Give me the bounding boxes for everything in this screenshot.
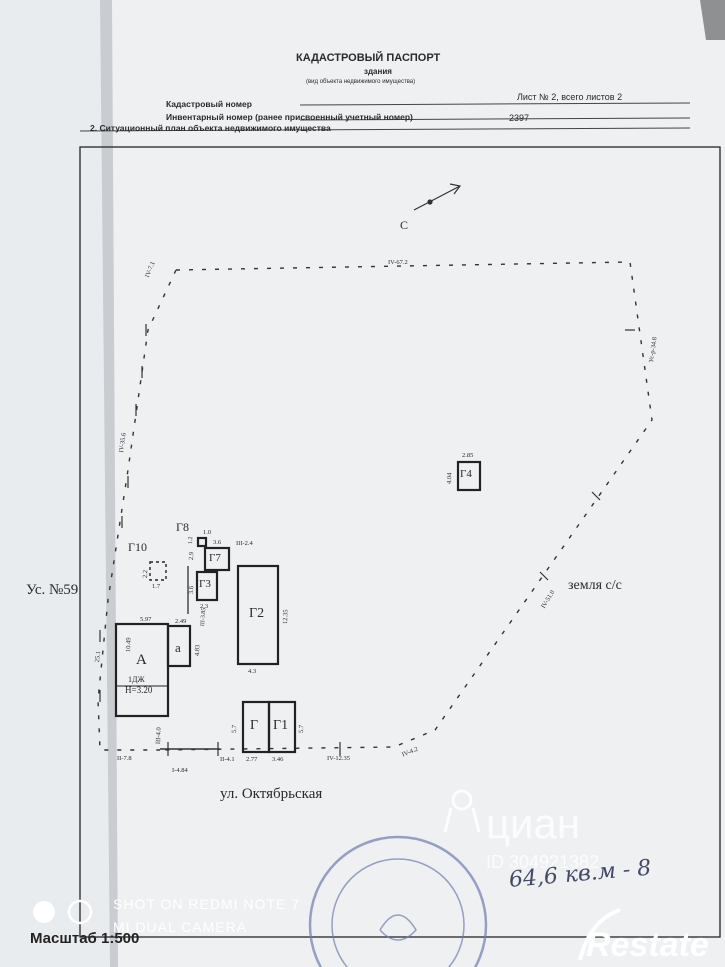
dim-g7-top: 3.6 (213, 539, 222, 546)
building-g7 (203, 546, 231, 572)
building-g10-label: Г10 (128, 540, 147, 554)
building-g3-label: Г3 (199, 578, 211, 590)
dim-g-bottom: 2.77 (246, 756, 258, 763)
building-g4-label: Г4 (460, 468, 472, 480)
dim-a-side: 10.49 (125, 637, 133, 653)
street-label: ул. Октябрьская (220, 786, 323, 802)
dim-a-top: 5.97 (140, 616, 152, 623)
camera-lens-icon (67, 899, 93, 925)
neighbor-left-label: Ус. №59 (26, 582, 79, 598)
section-title: 2. Ситуационный план объекта недвижимого… (90, 123, 331, 133)
building-a-floor: 1ДЖ (128, 675, 145, 684)
building-g8-label: Г8 (176, 520, 189, 534)
boundary-top: IV-67.2 (388, 259, 408, 266)
dim-g1-bottom: 3.46 (272, 756, 284, 763)
inventory-number-value: 2397 (509, 113, 530, 123)
building-a (114, 622, 170, 718)
boundary-iii-24: III-2.4 (236, 540, 253, 547)
dim-g4-side: 4.04 (446, 472, 454, 485)
restate-brand: Restate (586, 926, 709, 964)
dim-g3-top: 2.9 (188, 551, 196, 561)
building-g10 (149, 561, 167, 581)
building-g4 (456, 460, 482, 492)
building-g1 (267, 700, 297, 754)
dim-a-small-side: 4.83 (194, 644, 202, 657)
restate-logo-icon (578, 908, 621, 961)
underlying-sheet (0, 0, 112, 967)
cadastral-number-label: Кадастровый номер (166, 99, 252, 109)
building-a-small-label: а (175, 640, 181, 655)
dim-a-small-top: 2.49 (175, 618, 187, 625)
boundary-iii-385: III-3.85 (200, 607, 208, 627)
dim-g4-top: 2.85 (462, 452, 474, 459)
building-g-label: Г (250, 718, 259, 733)
dim-g1-left: 5.7 (231, 724, 239, 734)
plan-frame (79, 146, 721, 938)
boundary-left-lower: 25.1 (94, 650, 103, 663)
boundary-ticks (99, 324, 635, 756)
cian-logo-icon (443, 789, 481, 833)
dim-g2-bottom: 4.3 (248, 668, 257, 675)
building-g2 (236, 564, 280, 666)
camera-watermark-line2: MI DUAL CAMERA (113, 919, 248, 935)
dim-g3-bottom: 2.3 (200, 603, 209, 610)
dim-g2-side: 12.35 (282, 609, 290, 625)
north-arrow-icon (413, 183, 462, 211)
document-title: КАДАСТРОВЫЙ ПАСПОРТ (296, 52, 441, 64)
north-label: С (400, 218, 409, 232)
camera-watermark-line1: SHOT ON REDMI NOTE 7 (113, 896, 300, 912)
parcel-boundary (97, 261, 653, 751)
boundary-bottom-mid: IV-12.35 (327, 755, 351, 762)
dim-g8-top: 1.0 (203, 529, 212, 536)
building-g7-label: Г7 (209, 552, 221, 564)
boundary-bottom-left1: II-7.8 (117, 755, 132, 762)
building-a-small (166, 624, 192, 668)
document-sheet (100, 0, 725, 967)
dim-g1-right: 5.7 (298, 724, 306, 734)
building-g8 (196, 536, 208, 548)
camera-dot-icon (33, 901, 55, 923)
building-g2-label: Г2 (249, 606, 265, 621)
building-g3 (195, 570, 219, 602)
inventory-number-label: Инвентарный номер (ранее присвоенный уче… (166, 112, 413, 122)
building-g1-label: Г1 (273, 718, 289, 733)
object-type-caption: (вид объекта недвижимого имущества) (306, 79, 416, 85)
sheet-info: Лист № 2, всего листов 2 (517, 92, 623, 102)
building-a-label: А (136, 652, 147, 668)
official-seal (308, 835, 488, 967)
scale-label: Масштаб 1:500 (30, 930, 140, 947)
boundary-bottom-left3: II-4.1 (220, 756, 235, 763)
dim-g10-side: 2.2 (142, 569, 150, 579)
sheet-shadow (100, 0, 118, 967)
dim-g3-side: 3.6 (188, 585, 196, 595)
cian-watermark-id: ID 304921382 (486, 852, 600, 872)
building-a-height: Н=3.20 (125, 685, 153, 695)
dim-g8-side: 1.2 (188, 536, 195, 545)
object-type: здания (364, 67, 392, 76)
boundary-iii-40: III-4.0 (155, 727, 163, 745)
cian-watermark-text: циан (486, 800, 581, 847)
neighbor-right-label: земля с/с (568, 578, 622, 593)
dim-g10-bottom: 1.7 (152, 583, 161, 590)
boundary-bottom-left2: I-4.84 (172, 767, 188, 774)
